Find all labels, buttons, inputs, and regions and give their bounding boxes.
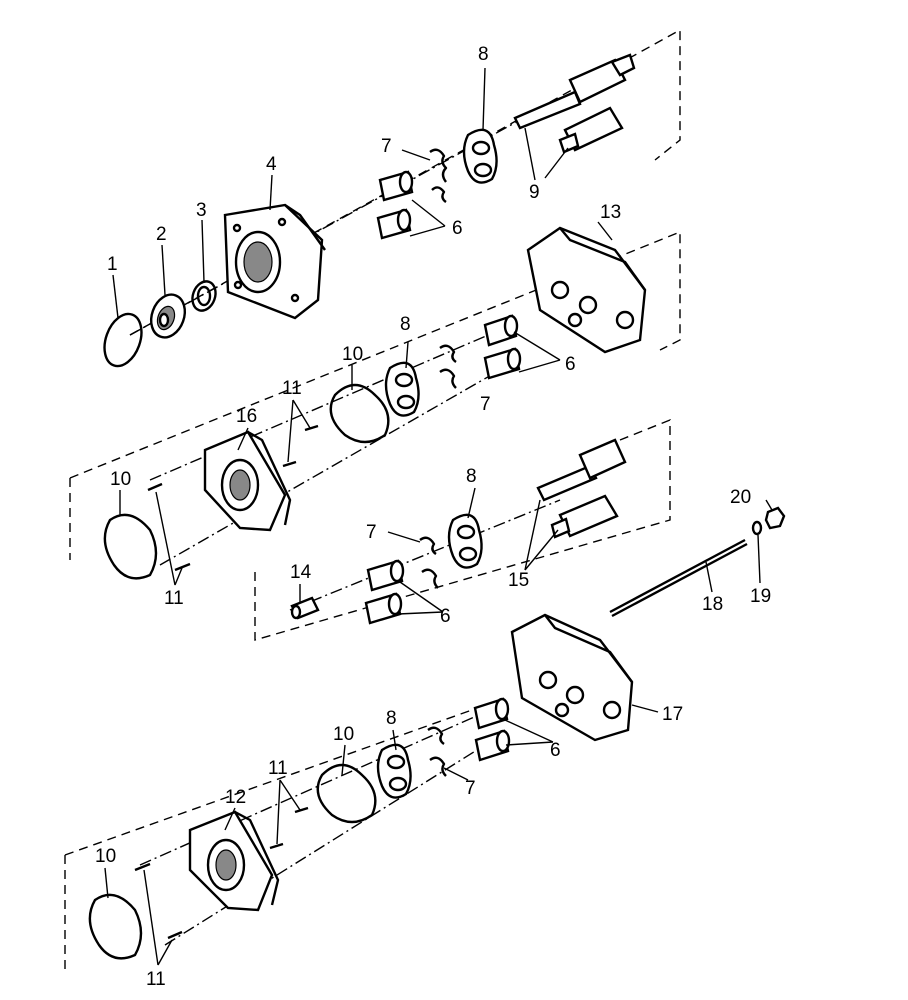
part-6-bushings-middle <box>364 559 405 625</box>
axis-line-lower <box>139 709 491 866</box>
callout-labels: 1 2 3 4 7 8 9 6 13 6 7 8 10 11 16 10 11 … <box>95 44 771 990</box>
callout-8-middle: 8 <box>466 466 477 487</box>
part-10-gasket-upper <box>329 383 390 444</box>
callout-10-left-upper: 10 <box>110 469 131 490</box>
callout-18: 18 <box>702 594 723 615</box>
part-16-body <box>203 430 292 532</box>
callout-6-lower: 6 <box>550 740 561 761</box>
part-8-plate-middle <box>447 513 483 569</box>
callout-11-lower: 11 <box>268 758 288 779</box>
callout-1: 1 <box>107 254 118 275</box>
part-7-seal-upper <box>439 344 457 389</box>
callout-6-top: 6 <box>452 218 463 239</box>
axis-line-upper <box>149 329 501 481</box>
part-12-body <box>188 810 280 912</box>
part-8-plate-top <box>462 128 498 184</box>
part-19-washer <box>751 520 763 536</box>
callout-11-upper: 11 <box>282 378 302 399</box>
part-6-bushings-top <box>376 170 414 240</box>
part-4-front-cover <box>223 203 326 320</box>
part-10-gasket-lower <box>316 763 377 824</box>
callout-11-left-upper: 11 <box>164 588 184 609</box>
callout-2: 2 <box>156 224 167 245</box>
callout-13: 13 <box>600 202 621 223</box>
callout-4: 4 <box>266 154 277 175</box>
callout-7-top: 7 <box>381 136 392 157</box>
part-11-pins-upper <box>282 424 319 468</box>
part-3-seal <box>191 280 217 312</box>
callout-12: 12 <box>225 787 246 808</box>
callout-14: 14 <box>290 562 312 583</box>
callout-19: 19 <box>750 586 771 607</box>
part-11-pins-left-lower <box>134 862 183 940</box>
part-10-gasket-left-upper <box>103 513 158 580</box>
callout-20: 20 <box>730 487 751 508</box>
callout-3: 3 <box>196 200 207 221</box>
callout-7-upper: 7 <box>480 394 491 415</box>
part-6-bushings-lower <box>473 697 511 762</box>
part-13-housing <box>526 226 647 354</box>
part-18-tie-rod <box>609 538 748 618</box>
axis-line-top <box>129 119 521 336</box>
callout-6-upper: 6 <box>565 354 576 375</box>
section-box-middle <box>254 418 671 641</box>
part-7-seal-lower <box>427 726 447 777</box>
part-17-housing <box>510 613 634 742</box>
axis-line-middle <box>289 499 561 611</box>
callout-15: 15 <box>508 570 529 591</box>
callout-11-left-lower: 11 <box>146 969 166 990</box>
callout-17: 17 <box>662 704 683 725</box>
leader-lines <box>104 67 773 966</box>
callout-9: 9 <box>529 182 540 203</box>
part-9-gear-shafts <box>513 53 636 154</box>
callout-7-middle: 7 <box>366 522 377 543</box>
axis-line-lower-b <box>164 744 486 946</box>
callout-16: 16 <box>236 406 257 427</box>
part-6-bushings-upper <box>483 314 522 380</box>
callout-10-lower: 10 <box>333 724 354 745</box>
section-box-lower <box>64 699 501 975</box>
part-10-gasket-left-lower <box>88 893 143 960</box>
callout-6-middle: 6 <box>440 606 451 627</box>
callout-8-top: 8 <box>478 44 489 65</box>
callout-10-upper: 10 <box>342 344 363 365</box>
part-11-pins-left-upper <box>147 482 191 572</box>
callout-8-lower: 8 <box>386 708 397 729</box>
part-11-pins-lower <box>269 806 309 850</box>
part-20-nut <box>764 506 786 530</box>
part-8-plate-upper <box>384 361 420 417</box>
part-2-bearing <box>149 293 187 339</box>
section-box-upper <box>69 230 681 560</box>
callout-8-upper: 8 <box>400 314 411 335</box>
part-1-o-ring <box>103 312 143 368</box>
part-14-plug <box>290 596 320 620</box>
callout-7-lower: 7 <box>465 778 476 799</box>
part-7-seal-middle <box>419 536 439 589</box>
callout-10-left-lower: 10 <box>95 846 116 867</box>
part-7-seal-top <box>429 148 448 203</box>
part-15-gear-shafts <box>536 438 627 539</box>
part-8-plate-lower <box>376 743 412 799</box>
